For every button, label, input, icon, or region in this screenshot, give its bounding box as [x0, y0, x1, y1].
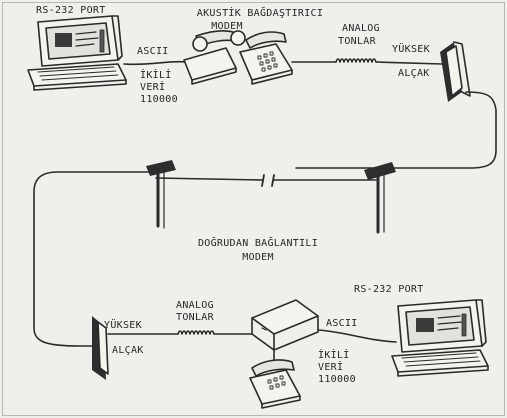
line-break-mark [262, 175, 274, 186]
bottom-low-label: ALÇAK [112, 345, 144, 356]
bottom-binary-label-1: İKİLİ [318, 350, 350, 361]
direct-modem-title: DOĞRUDAN BAĞLANTILI [178, 238, 338, 249]
top-line-to-box [376, 62, 442, 64]
top-ascii-label: ASCII [137, 46, 169, 57]
top-telephone-icon [240, 32, 292, 84]
bottom-computer-cable [318, 330, 396, 342]
acoustic-modem-title: AKUSTİK BAĞDAŞTIRICI [172, 8, 348, 19]
top-binary-label-2: VERİ [140, 82, 165, 93]
bottom-analog-label-2: TONLAR [176, 312, 214, 323]
top-high-label: YÜKSEK [392, 44, 430, 55]
top-analog-label-1: ANALOG [342, 23, 380, 34]
direct-modem-subtitle: MODEM [178, 252, 338, 263]
top-binary-label-3: 110000 [140, 94, 178, 105]
bottom-port-label: RS-232 PORT [354, 284, 424, 295]
bottom-computer-icon [392, 300, 488, 376]
right-pole-icon [364, 162, 396, 232]
top-port-label: RS-232 PORT [36, 5, 106, 16]
bottom-analog-label-1: ANALOG [176, 300, 214, 311]
direct-modem-icon [252, 300, 318, 350]
left-pole-icon [146, 160, 176, 228]
bottom-ascii-label: ASCII [326, 318, 358, 329]
bottom-high-label: YÜKSEK [104, 320, 142, 331]
acoustic-coupler-icon [184, 31, 245, 84]
top-analog-label-2: TONLAR [338, 36, 376, 47]
bottom-binary-label-3: 110000 [318, 374, 356, 385]
top-binary-label-1: İKİLİ [140, 70, 172, 81]
middle-line-left [156, 178, 262, 180]
top-low-label: ALÇAK [398, 68, 430, 79]
bottom-analog-wave [178, 331, 214, 334]
top-analog-wave [336, 59, 376, 62]
right-loop-line [296, 92, 496, 168]
bottom-telephone-icon [250, 360, 300, 408]
bottom-binary-label-2: VERİ [318, 362, 343, 373]
acoustic-modem-subtitle: MODEM [172, 21, 282, 32]
top-computer-icon [28, 16, 126, 90]
top-computer-cable [124, 62, 186, 65]
top-splitter-icon [440, 42, 470, 102]
